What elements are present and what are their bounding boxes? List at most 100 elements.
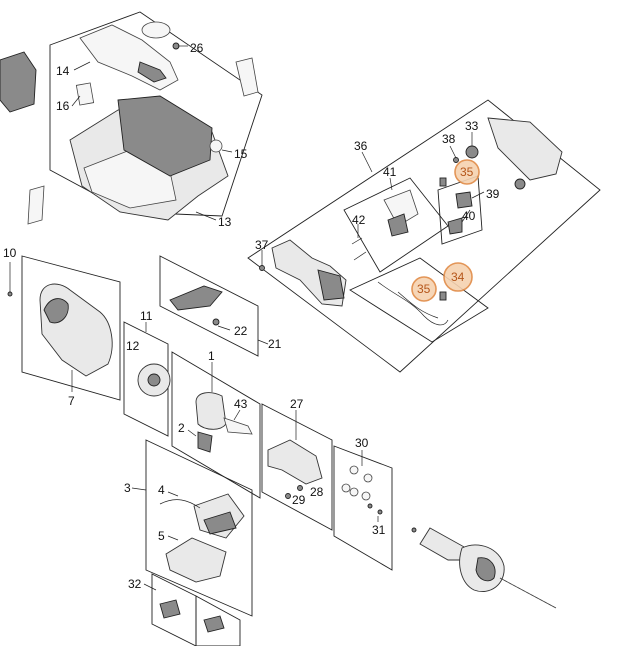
bearing-a xyxy=(349,465,359,475)
tool-shaft-extension xyxy=(499,577,557,609)
label-4: 4 xyxy=(158,483,165,497)
left-edge-partial-parts xyxy=(0,51,259,225)
cap-39 xyxy=(447,217,463,235)
label-27: 27 xyxy=(290,397,304,411)
leader-13 xyxy=(195,211,217,221)
tool-head-cap xyxy=(475,557,496,582)
pin-42 xyxy=(351,237,363,245)
bearing-group: 30 31 xyxy=(333,436,393,571)
motor-body xyxy=(195,392,227,430)
housing-panel-outline xyxy=(49,11,263,217)
blower-impeller xyxy=(43,298,69,324)
screw-22 xyxy=(212,318,220,326)
label-35-bottom: 35 xyxy=(417,282,431,296)
highlight-35-bottom xyxy=(411,276,437,302)
blower-group: 10 7 xyxy=(3,246,121,408)
leader-43 xyxy=(233,409,241,421)
leader-38 xyxy=(449,145,457,159)
label-3: 3 xyxy=(124,481,131,495)
label-39: 39 xyxy=(486,187,500,201)
screw-29 xyxy=(285,493,291,499)
label-16: 16 xyxy=(56,99,70,113)
connector-35b xyxy=(439,291,447,301)
label-2: 2 xyxy=(178,421,185,435)
label-7: 7 xyxy=(68,394,75,408)
label-10: 10 xyxy=(3,246,17,260)
sub-panel-41 xyxy=(343,177,449,273)
blower-panel-outline xyxy=(21,255,121,401)
leader-2 xyxy=(187,429,197,437)
tool-grip xyxy=(419,527,471,561)
leader-41 xyxy=(389,177,393,191)
bottom-panel-a xyxy=(151,573,197,646)
left-edge-fin xyxy=(27,185,45,225)
cover-group: 22 21 xyxy=(159,255,282,357)
bracket-5 xyxy=(165,537,227,583)
screw-31a xyxy=(367,503,373,509)
screw-10 xyxy=(7,291,13,297)
fan-hub xyxy=(147,373,161,387)
label-37: 37 xyxy=(255,238,269,252)
right-fin-top xyxy=(235,57,259,97)
label-11: 11 xyxy=(140,309,153,323)
bearing-panel-outline xyxy=(333,445,393,571)
motor-panel-outline xyxy=(171,351,261,499)
label-34: 34 xyxy=(451,270,465,284)
trigger-switch xyxy=(387,213,409,237)
label-43: 43 xyxy=(234,397,248,411)
label-33: 33 xyxy=(465,119,479,133)
connector-35a xyxy=(439,177,447,187)
leader-40 xyxy=(461,209,471,223)
gear-housing xyxy=(267,439,323,485)
left-edge-housing-piece xyxy=(0,51,37,113)
bearing-d xyxy=(349,487,359,497)
electronics-group: 3 4 5 xyxy=(124,439,253,617)
label-30: 30 xyxy=(355,436,369,450)
label-28: 28 xyxy=(310,485,324,499)
highlight-35-top xyxy=(454,159,480,185)
housing-group: 14 16 26 15 13 xyxy=(49,11,263,229)
highlight-34 xyxy=(443,262,473,292)
label-1: 1 xyxy=(208,349,215,363)
screw-28 xyxy=(297,485,303,491)
spring-42 xyxy=(353,251,367,261)
label-42: 42 xyxy=(352,213,366,227)
motor-group: 1 43 2 xyxy=(171,349,261,499)
label-21: 21 xyxy=(268,337,282,351)
motor-shaft xyxy=(223,417,253,435)
sub-panel-34 xyxy=(349,257,489,343)
label-36: 36 xyxy=(354,139,368,153)
label-40: 40 xyxy=(462,209,476,223)
label-15: 15 xyxy=(234,147,248,161)
wire-harness xyxy=(377,281,449,326)
housing-rib-block xyxy=(117,95,213,177)
leader-22 xyxy=(217,325,231,331)
pcb-wires xyxy=(159,499,201,509)
label-14: 14 xyxy=(56,64,70,78)
leader-39 xyxy=(471,191,485,199)
label-5: 5 xyxy=(158,529,165,543)
leader-32 xyxy=(143,583,157,591)
assembled-tool xyxy=(411,527,557,609)
ring-33b xyxy=(514,178,526,190)
label-32: 32 xyxy=(128,577,142,591)
rear-handle xyxy=(487,117,563,181)
handle-screw xyxy=(259,265,265,271)
label-38: 38 xyxy=(442,132,456,146)
clip-32b xyxy=(203,615,225,633)
label-13: 13 xyxy=(218,215,232,229)
fan-panel-outline xyxy=(123,321,169,437)
leader-16 xyxy=(71,95,81,107)
leader-15 xyxy=(221,149,233,153)
leader-3 xyxy=(131,487,147,491)
switch-40 xyxy=(455,191,473,209)
motor-brushes xyxy=(197,431,213,453)
label-41: 41 xyxy=(383,165,397,179)
bearing-c xyxy=(341,483,351,493)
handle-panel-outline xyxy=(247,99,601,373)
handle-group: 36 37 41 42 38 33 39 40 35 34 35 xyxy=(247,99,601,373)
gear-housing-group: 27 28 29 xyxy=(261,397,333,531)
bearing-e xyxy=(361,491,371,501)
bottom-parts-group: 32 xyxy=(128,573,241,646)
